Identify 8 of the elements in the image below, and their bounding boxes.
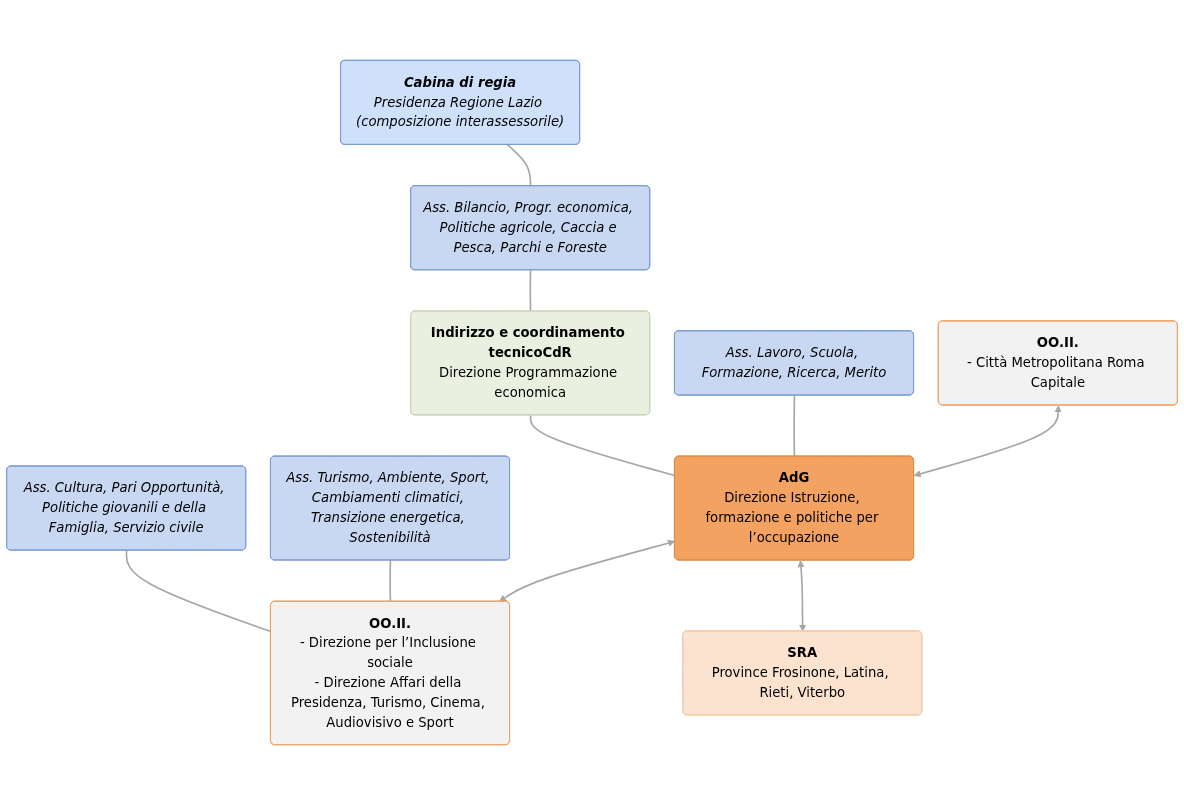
connector xyxy=(529,414,676,477)
connector xyxy=(506,144,532,187)
connector xyxy=(793,394,796,458)
arrow xyxy=(498,539,675,602)
arrow xyxy=(797,560,807,632)
connector xyxy=(389,559,392,603)
arrow xyxy=(913,405,1062,478)
connector xyxy=(125,549,272,633)
